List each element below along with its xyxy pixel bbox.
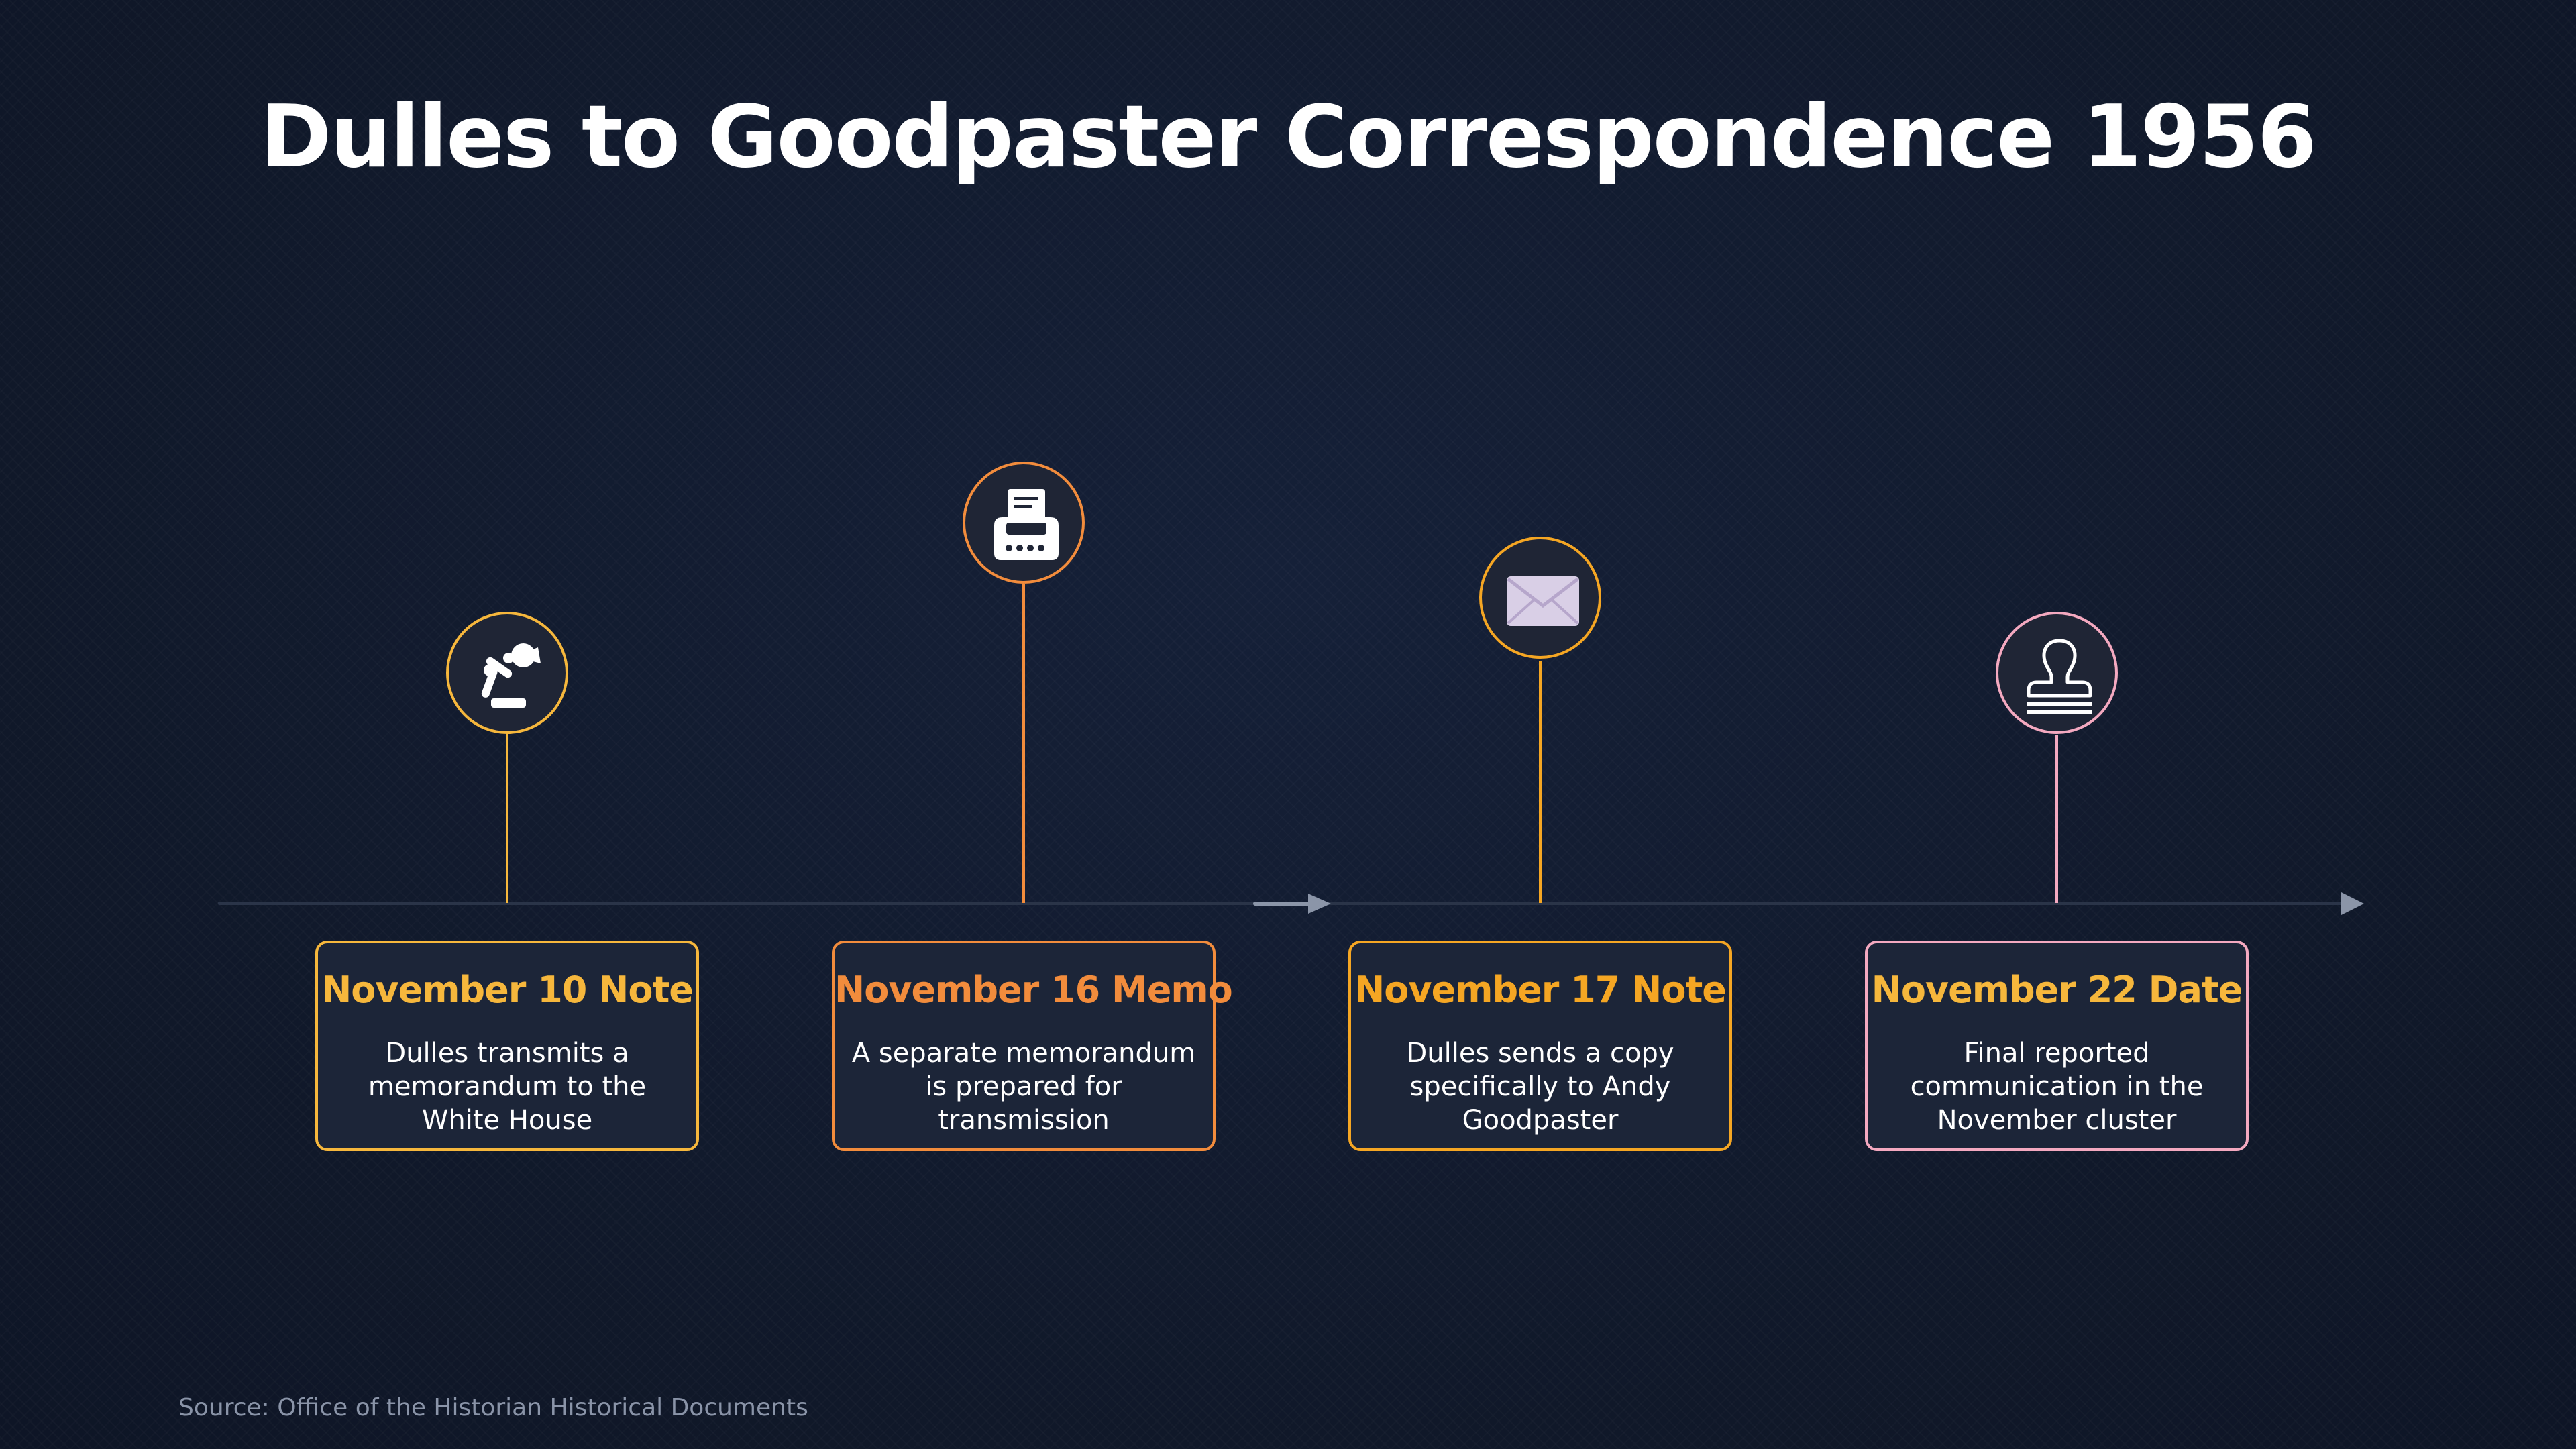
event-stem <box>506 733 508 903</box>
event-card: November 10 Note Dulles transmits a memo… <box>315 941 699 1151</box>
event-title: November 16 Memo <box>835 969 1233 1011</box>
event-description: A separate memorandum is prepared for tr… <box>851 1038 1196 1136</box>
event-card: November 22 Date Final reported communic… <box>1865 941 2249 1151</box>
event-description: Dulles transmits a memorandum to the Whi… <box>368 1038 647 1136</box>
event-card: November 17 Note Dulles sends a copy spe… <box>1348 941 1732 1151</box>
event-stem <box>1022 584 1025 903</box>
event-description: Final reported communication in the Nove… <box>1910 1038 2204 1136</box>
event-title: November 22 Date <box>1871 969 2243 1011</box>
page-title: Dulles to Goodpaster Correspondence 1956 <box>260 87 2317 187</box>
event-medallion <box>446 612 568 734</box>
event-stem <box>2055 735 2058 903</box>
direction-arrow-shaft <box>1253 902 1313 906</box>
event-description: Dulles sends a copy specifically to Andy… <box>1406 1038 1674 1136</box>
stamp-icon <box>2027 639 2092 714</box>
event-card: November 16 Memo A separate memorandum i… <box>832 941 1233 1151</box>
event-stem <box>1539 661 1542 903</box>
event-title: November 10 Note <box>321 969 694 1011</box>
typewriter-icon <box>994 489 1059 560</box>
event-medallion <box>963 462 1085 584</box>
event-medallion <box>1996 612 2118 734</box>
event-title: November 17 Note <box>1354 969 1727 1011</box>
source-note: Source: Office of the Historian Historic… <box>178 1394 808 1421</box>
axis-arrowhead-icon <box>2341 892 2364 915</box>
envelope-icon <box>1507 576 1579 626</box>
direction-arrow-icon <box>1308 894 1331 914</box>
desk-lamp-icon <box>481 643 541 708</box>
event-medallion <box>1479 537 1601 659</box>
